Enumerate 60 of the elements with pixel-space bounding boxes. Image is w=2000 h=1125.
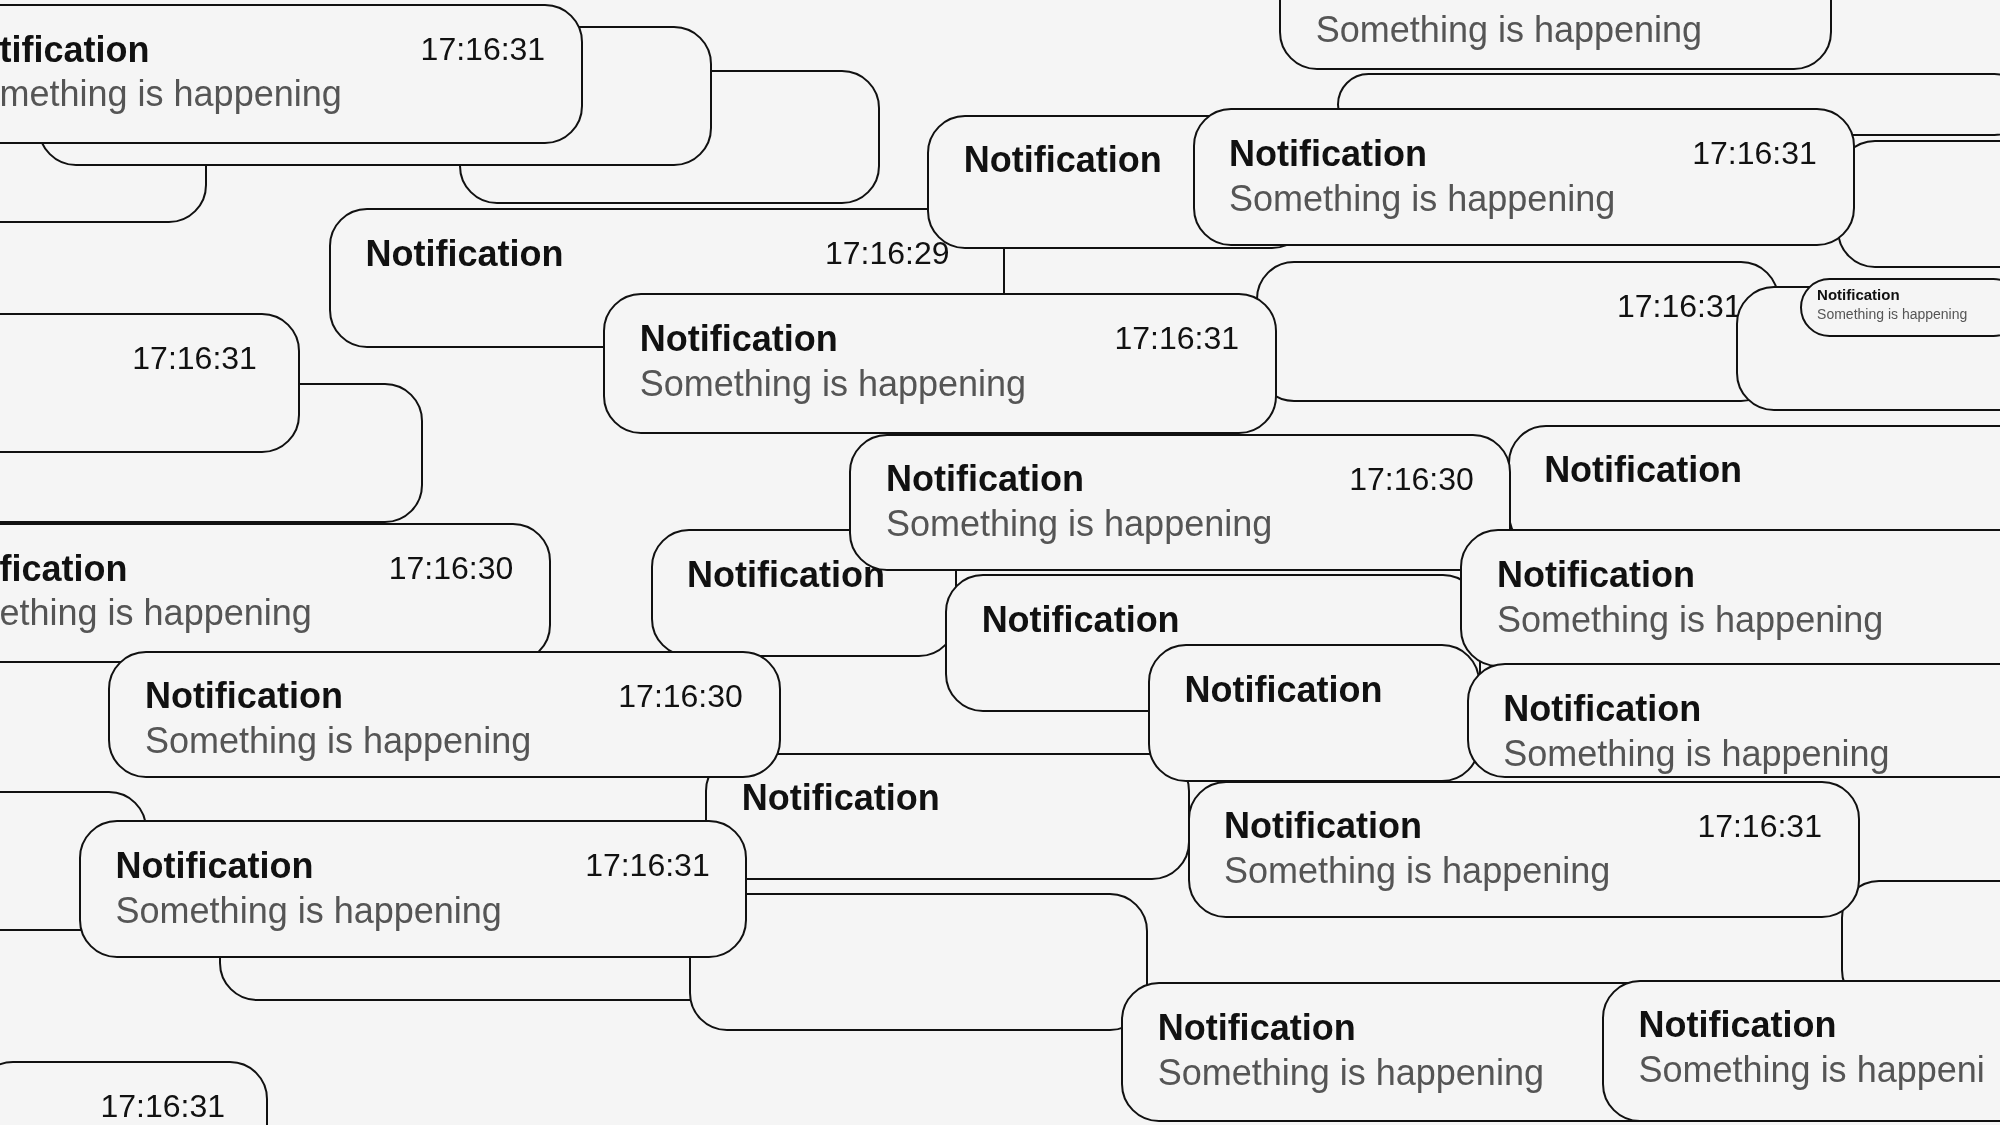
timestamp: 17:16:31 [1692, 135, 1817, 173]
notification-title: Notification [1184, 668, 1383, 711]
notification-message: Something is happening [115, 889, 502, 931]
timestamp: 17:16:29 [824, 234, 950, 272]
notification-card [108, 650, 781, 779]
notification-card [603, 293, 1277, 434]
timestamp: 17:16:31 [1697, 807, 1822, 845]
timestamp: 17:16:30 [1349, 460, 1474, 498]
notification-message: Something is happening [1817, 306, 1968, 323]
notification-title: Notification [741, 777, 940, 819]
notification-title: tification [0, 28, 150, 70]
notification-title: Notification [144, 675, 343, 717]
timestamp: 17:16:31 [1617, 288, 1742, 326]
notification-message: Something is happening [1229, 177, 1616, 220]
notification-card [79, 820, 748, 958]
notification-card [1460, 529, 2000, 668]
notification-message: Something is happening [1503, 732, 1890, 774]
notification-message: Something is happening [1157, 1051, 1544, 1093]
timestamp: 17:16:30 [618, 677, 743, 715]
notification-card [0, 522, 551, 664]
notification-title: Notification [1229, 133, 1428, 175]
notification-title: Notification [639, 318, 838, 360]
timestamp: 17:16:31 [1114, 320, 1240, 358]
notification-title: Notification [115, 844, 314, 887]
notification-message: Something is happening [885, 503, 1273, 545]
timestamp: 17:16:31 [420, 30, 546, 68]
notification-message: Something is happening [1496, 598, 1884, 641]
notification-title: Notification [1638, 1004, 1837, 1046]
notification-title: Notification [365, 232, 564, 274]
notification-title: Notification [981, 598, 1180, 641]
notification-message: Something is happening [639, 362, 1027, 405]
notification-message: Something is happeni [1638, 1048, 1985, 1091]
notification-message: mething is happening [0, 73, 342, 115]
notification-title: Notification [1817, 285, 1900, 303]
notification-title: Notification [963, 139, 1162, 181]
notification-message: ething is happening [0, 592, 312, 634]
notification-title: fication [0, 547, 128, 590]
notification-message: Something is happening [1224, 849, 1611, 892]
timestamp: 17:16:31 [100, 1088, 225, 1125]
notification-card [1836, 140, 2000, 268]
notification-card [688, 892, 1148, 1031]
notification-title: Notification [687, 554, 885, 596]
notification-title: Notification [1224, 805, 1422, 847]
timestamp: 17:16:31 [585, 847, 710, 884]
notification-title: Notification [1544, 449, 1743, 491]
notification-card [0, 3, 583, 145]
notification-card [1192, 108, 1855, 247]
notification-title: Notification [885, 458, 1084, 500]
timestamp: 17:16:31 [132, 339, 257, 377]
notification-card [1466, 663, 2000, 779]
notification-title: Notification [1496, 554, 1695, 596]
notification-card [0, 312, 300, 453]
notification-title: Notification [1503, 687, 1702, 730]
notification-title: Notification [1157, 1006, 1356, 1049]
notification-message: Something is happening [1315, 9, 1703, 51]
timestamp: 17:16:30 [388, 549, 514, 587]
notification-card [1799, 278, 2000, 337]
notification-message: Something is happening [144, 719, 532, 762]
notification-card [1187, 780, 1860, 919]
notification-card [1602, 979, 2000, 1123]
